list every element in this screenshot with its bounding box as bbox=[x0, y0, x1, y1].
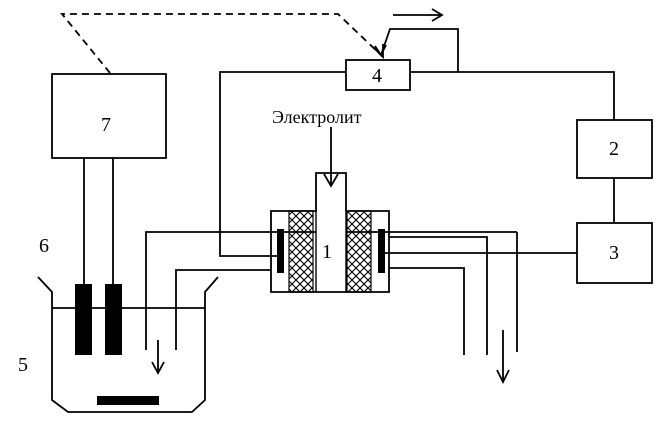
label-6: 6 bbox=[39, 235, 49, 257]
label-4: 4 bbox=[372, 65, 382, 87]
cell-electrode-left bbox=[277, 229, 284, 273]
label-1: 1 bbox=[322, 241, 332, 263]
porous-separator-right bbox=[346, 210, 372, 293]
vessel-electrode-left bbox=[75, 284, 92, 355]
electrolyte-inlet-arrowhead bbox=[323, 173, 339, 188]
dashed-control-line bbox=[60, 13, 384, 74]
block-4 bbox=[345, 59, 411, 91]
vessel-electrode-right bbox=[105, 284, 122, 355]
line-4-to-2 bbox=[411, 71, 615, 120]
label-2: 2 bbox=[609, 138, 619, 160]
return-pipe-top bbox=[145, 231, 517, 350]
return-pipe-inner bbox=[175, 269, 271, 350]
label-7: 7 bbox=[101, 114, 111, 136]
label-5: 5 bbox=[18, 354, 28, 376]
outflow-arrowhead bbox=[496, 369, 510, 385]
outlet-pipe-left-wall bbox=[389, 236, 488, 355]
label-3: 3 bbox=[609, 242, 619, 264]
vessel-5 bbox=[37, 276, 219, 413]
electrolyte-label: Электролит bbox=[272, 107, 362, 127]
cell-electrode-right bbox=[378, 229, 385, 273]
block-7 bbox=[51, 73, 167, 159]
vessel-inflow-arrowhead bbox=[151, 361, 165, 375]
outlet-pipe-right-wall bbox=[389, 267, 465, 355]
feedback-loop bbox=[380, 28, 459, 72]
feedback-arrowhead bbox=[374, 44, 387, 57]
vessel-bottom-plate bbox=[97, 396, 159, 405]
porous-separator-left bbox=[288, 210, 314, 293]
output-arrowhead bbox=[431, 8, 444, 22]
cell-inner-channel bbox=[316, 212, 346, 291]
line-4-to-left-electrode bbox=[219, 71, 345, 257]
